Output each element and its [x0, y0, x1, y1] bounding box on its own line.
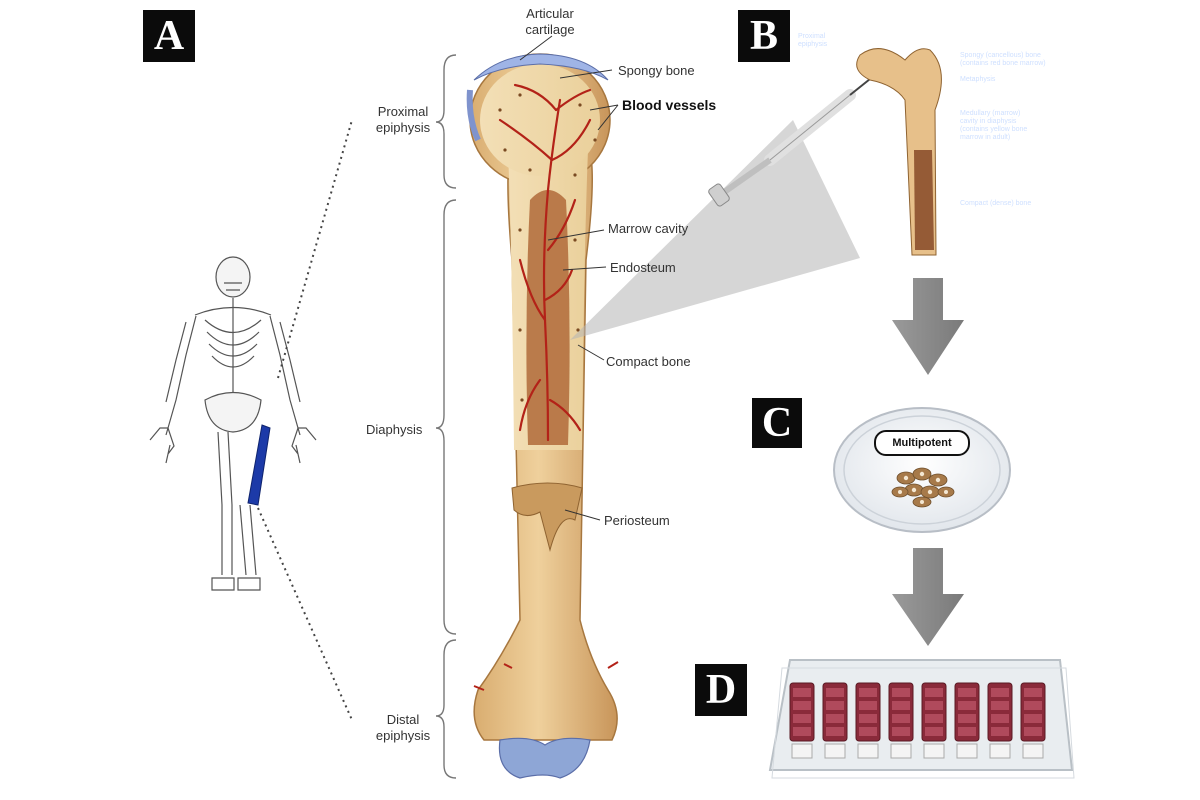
vial	[855, 682, 881, 742]
vial-segment	[793, 701, 811, 710]
petri-dish	[833, 407, 1011, 533]
photo-b-metaphysis-label: Metaphysis	[960, 76, 996, 83]
vial-segment	[892, 727, 910, 736]
vial	[987, 682, 1013, 742]
vial-label	[1022, 743, 1044, 759]
vial-segment	[859, 701, 877, 710]
multipotent-label: Multipotent	[874, 430, 970, 456]
vial-segment	[991, 701, 1009, 710]
proximal-epiphysis-label: Proximal epiphysis	[375, 104, 431, 135]
vial-segment	[859, 727, 877, 736]
vial-segment	[1024, 688, 1042, 697]
vial-segment	[1024, 727, 1042, 736]
vials	[789, 682, 1046, 759]
vial-segment	[958, 688, 976, 697]
articular-cartilage-label: Articular cartilage	[525, 6, 575, 37]
photo-b-spongy-label: Spongy (cancellous) bone (contains red b…	[960, 52, 1046, 68]
vial-segment	[793, 714, 811, 723]
vial-segment	[958, 727, 976, 736]
vial-segment	[925, 688, 943, 697]
vial-segment	[826, 727, 844, 736]
vial	[1020, 682, 1046, 742]
region-braces	[435, 54, 457, 779]
vial-segment	[793, 727, 811, 736]
connector-line-upper	[277, 119, 353, 379]
vial-label	[824, 743, 846, 759]
femur-highlight	[247, 424, 271, 506]
vial-segment	[925, 727, 943, 736]
bone-label-leaders	[519, 35, 619, 521]
blood-vessels-label: Blood vessels	[622, 97, 717, 113]
vial-segment	[958, 714, 976, 723]
vial-segment	[991, 714, 1009, 723]
vial	[954, 682, 980, 742]
diaphysis-label: Diaphysis	[366, 422, 423, 437]
vial-segment	[1024, 701, 1042, 710]
panel-label-c: C	[752, 398, 802, 448]
vial-label	[791, 743, 813, 759]
panel-label-d: D	[695, 664, 747, 716]
photo-b-compact-label: Compact (dense) bone	[960, 200, 1032, 207]
periosteum-label: Periosteum	[604, 513, 670, 528]
vial-label	[989, 743, 1011, 759]
marrow-cavity-label: Marrow cavity	[608, 221, 689, 236]
vial-segment	[826, 688, 844, 697]
vial-label	[857, 743, 879, 759]
vial-segment	[958, 701, 976, 710]
spongy-bone-label: Spongy bone	[618, 63, 695, 78]
arrow-b-to-c	[892, 278, 964, 375]
arrow-c-to-d	[892, 548, 964, 646]
vial-segment	[826, 701, 844, 710]
vial-segment	[1024, 714, 1042, 723]
vial-label	[890, 743, 912, 759]
vial	[888, 682, 914, 742]
photo-b-medullary-label: Medullary (marrow) cavity in diaphysis (…	[960, 110, 1028, 142]
vial-segment	[892, 714, 910, 723]
vial-segment	[826, 714, 844, 723]
vial	[789, 682, 815, 742]
long-bone-illustration	[466, 53, 619, 779]
vial-segment	[859, 714, 877, 723]
compact-bone-label: Compact bone	[606, 354, 691, 369]
projection-wedge	[570, 120, 860, 340]
vial-segment	[859, 688, 877, 697]
distal-epiphysis-label: Distal epiphysis	[375, 712, 431, 743]
panel-label-b: B	[738, 10, 790, 62]
vial	[921, 682, 947, 742]
photo-b-bone	[856, 48, 942, 256]
connector-line-lower	[257, 507, 353, 721]
vial-segment	[925, 701, 943, 710]
vial-label	[956, 743, 978, 759]
vial-segment	[991, 727, 1009, 736]
vial-segment	[892, 688, 910, 697]
vial-label	[923, 743, 945, 759]
endosteum-label: Endosteum	[610, 260, 676, 275]
skeleton-illustration	[149, 256, 317, 591]
vial	[822, 682, 848, 742]
vial-segment	[925, 714, 943, 723]
vial-segment	[892, 701, 910, 710]
photo-b-proximal-epiphysis-label: Proximal epiphysis	[798, 33, 828, 49]
vial-segment	[793, 688, 811, 697]
vial-segment	[991, 688, 1009, 697]
panel-label-a: A	[143, 10, 195, 62]
